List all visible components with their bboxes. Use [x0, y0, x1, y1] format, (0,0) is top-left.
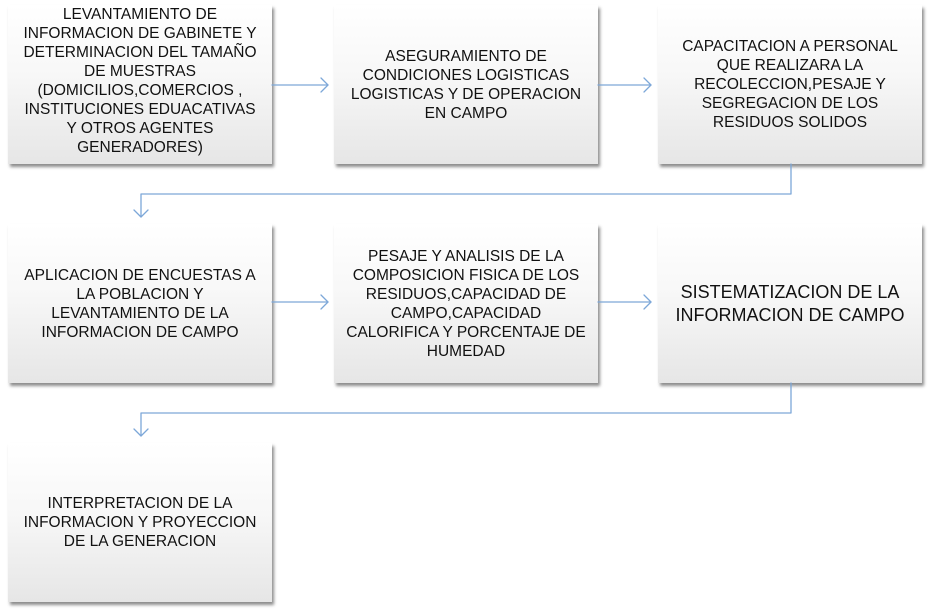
arrowhead-3-to-4 — [133, 209, 149, 218]
step-1-text: LEVANTAMIENTO DE INFORMACION DE GABINETE… — [23, 5, 257, 156]
arrowhead-4-to-5 — [320, 294, 329, 310]
step-5-text: PESAJE Y ANALISIS DE LA COMPOSICION FISI… — [346, 247, 586, 360]
step-4-text: APLICACION DE ENCUESTAS A LA POBLACION Y… — [24, 266, 256, 341]
arrowhead-2-to-3 — [643, 77, 652, 93]
connector-6-to-7 — [140, 382, 792, 437]
step-6-box: SISTEMATIZACION DE LA INFORMACION DE CAM… — [658, 224, 922, 383]
step-2-text: ASEGURAMIENTO DE CONDICIONES LOGISTICAS … — [350, 47, 582, 122]
step-4-box: APLICACION DE ENCUESTAS A LA POBLACION Y… — [8, 224, 272, 383]
arrowhead-6-to-7 — [133, 428, 149, 437]
connector-3-to-4 — [140, 163, 792, 218]
step-3-box: CAPACITACION A PERSONAL QUE REALIZARA LA… — [658, 5, 922, 164]
arrowhead-1-to-2 — [320, 77, 329, 93]
step-1-box: LEVANTAMIENTO DE INFORMACION DE GABINETE… — [8, 5, 272, 164]
step-7-text: INTERPRETACION DE LA INFORMACION Y PROYE… — [23, 495, 257, 550]
step-5-box: PESAJE Y ANALISIS DE LA COMPOSICION FISI… — [334, 224, 598, 383]
step-6-text: SISTEMATIZACION DE LA INFORMACION DE CAM… — [675, 281, 905, 325]
arrowhead-5-to-6 — [643, 294, 652, 310]
step-7-box: INTERPRETACION DE LA INFORMACION Y PROYE… — [8, 443, 272, 602]
step-2-box: ASEGURAMIENTO DE CONDICIONES LOGISTICAS … — [334, 5, 598, 164]
step-3-text: CAPACITACION A PERSONAL QUE REALIZARA LA… — [682, 38, 898, 131]
